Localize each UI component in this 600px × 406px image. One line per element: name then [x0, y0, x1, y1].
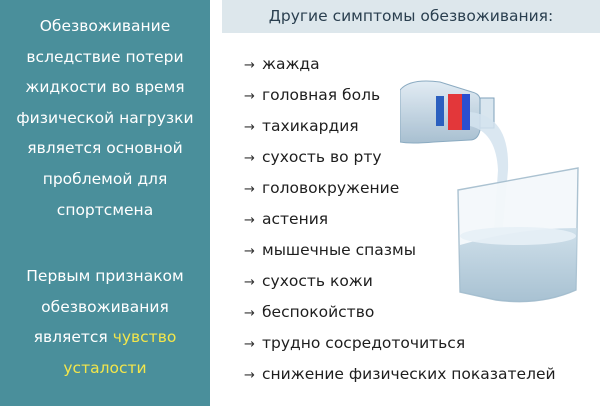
text-line: является чувство: [0, 322, 210, 353]
arrow-right-icon: →: [244, 244, 255, 259]
text-line: жидкости во время: [25, 78, 185, 97]
symptom-text: беспокойство: [262, 303, 375, 321]
list-item: → мышечные спазмы: [244, 237, 556, 268]
arrow-right-icon: →: [244, 306, 255, 321]
arrow-right-icon: →: [244, 213, 255, 228]
arrow-right-icon: →: [244, 182, 255, 197]
arrow-right-icon: →: [244, 275, 255, 290]
text-line: физической нагрузки: [16, 108, 194, 127]
list-item: → беспокойство: [244, 299, 556, 330]
list-item: → сухость кожи: [244, 268, 556, 299]
dehydration-description: Обезвоживание вследствие потери жидкости…: [0, 11, 210, 225]
left-panel: Обезвоживание вследствие потери жидкости…: [0, 0, 210, 406]
text-line: обезвоживания: [41, 297, 169, 316]
arrow-right-icon: →: [244, 337, 255, 352]
arrow-right-icon: →: [244, 151, 255, 166]
symptom-text: тахикардия: [262, 117, 359, 135]
symptom-text: астения: [262, 210, 329, 228]
arrow-right-icon: →: [244, 368, 255, 383]
symptom-text: сухость во рту: [262, 148, 382, 166]
symptoms-list: → жажда → головная боль → тахикардия → сухос…: [244, 51, 556, 392]
highlight-text: усталости: [63, 358, 147, 377]
text-line: Первым признаком: [26, 267, 184, 285]
arrow-right-icon: →: [244, 89, 255, 104]
arrow-right-icon: →: [244, 120, 255, 135]
text-line: является основной: [27, 139, 183, 158]
text-line: Обезвоживание: [39, 17, 171, 35]
symptom-text: снижение физических показателей: [262, 365, 556, 383]
text-line: проблемой для: [42, 169, 168, 188]
right-panel: Другие симптомы обезвоживания:: [210, 0, 600, 406]
list-item: → тахикардия: [244, 113, 556, 144]
list-item: → головокружение: [244, 175, 556, 206]
list-item: → жажда: [244, 51, 556, 82]
list-item: → астения: [244, 206, 556, 237]
symptoms-title: Другие симптомы обезвоживания:: [222, 0, 600, 33]
first-sign-description: Первым признаком обезвоживания является …: [0, 261, 210, 383]
water-bottle-glass-illustration: [400, 80, 579, 303]
symptom-text: жажда: [262, 55, 320, 73]
symptom-text: головная боль: [262, 86, 381, 104]
symptom-text: сухость кожи: [262, 272, 373, 290]
text-line: спортсмена: [56, 200, 154, 219]
symptom-text: трудно сосредоточиться: [262, 334, 466, 352]
text-segment: является: [33, 328, 113, 347]
list-item: → головная боль: [244, 82, 556, 113]
symptom-text: головокружение: [262, 179, 400, 197]
text-line: вследствие потери: [26, 47, 184, 66]
arrow-right-icon: →: [244, 58, 255, 73]
list-item: → трудно сосредоточиться: [244, 330, 556, 361]
list-item: → сухость во рту: [244, 144, 556, 175]
highlight-text: чувство: [112, 328, 177, 347]
list-item: → снижение физических показателей: [244, 361, 556, 392]
symptom-text: мышечные спазмы: [262, 241, 416, 259]
